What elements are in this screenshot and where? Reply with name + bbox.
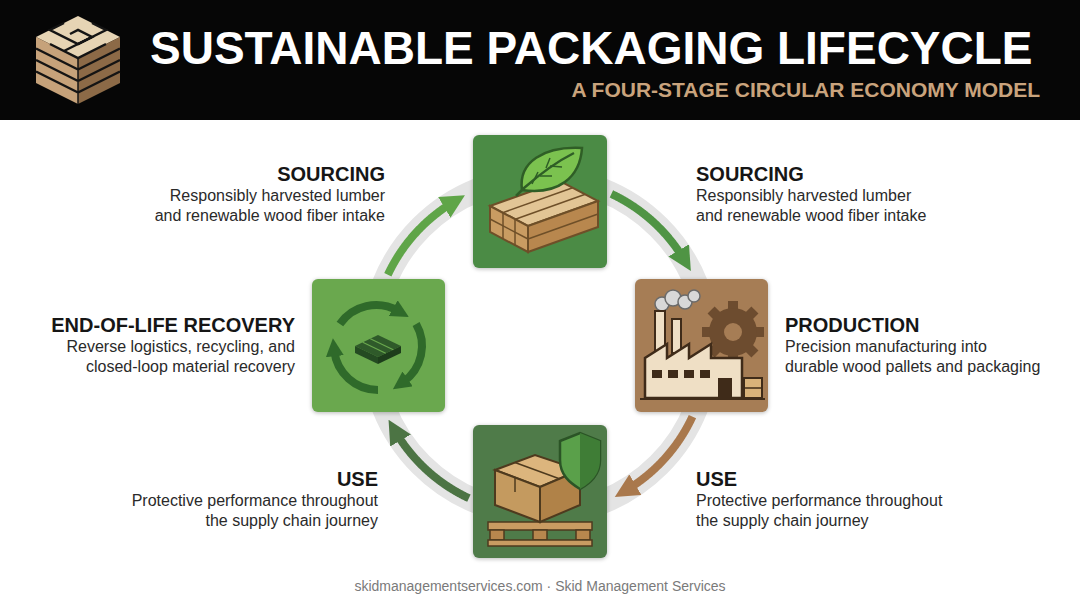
box-shield-icon-part xyxy=(540,470,580,522)
factory-icon-part xyxy=(655,290,700,311)
lumber-leaf-icon-part-part xyxy=(490,219,528,239)
box-shield-icon-part xyxy=(495,455,580,487)
recycle-icon-part-part xyxy=(334,351,378,390)
logo-mark-part-part xyxy=(36,60,78,81)
stage-description: Protective performance throughout the su… xyxy=(120,491,378,531)
factory-icon-part-part xyxy=(708,307,759,358)
box-shield-icon-part xyxy=(514,478,516,493)
lumber-leaf-icon-part xyxy=(490,181,598,226)
logo-mark xyxy=(36,16,120,104)
stage-tile: PRODUCTIONPrecision manufacturing into d… xyxy=(635,279,768,412)
box-shield-icon-part xyxy=(533,530,547,540)
factory-icon-part-part xyxy=(684,370,694,378)
factory-icon-part xyxy=(652,370,732,398)
footer-caption: skidmanagementservices.com · Skid Manage… xyxy=(140,578,940,594)
logo-mark-part xyxy=(77,58,79,104)
logo-mark-part-part xyxy=(78,72,120,93)
factory-icon-part-part xyxy=(655,297,669,311)
factory-icon xyxy=(640,290,765,399)
recycle-icon-part-part xyxy=(340,305,398,324)
box-shield-icon-part xyxy=(560,433,600,489)
stage-heading: END-OF-LIFE RECOVERY xyxy=(35,313,295,337)
flow-arrow xyxy=(611,194,684,261)
factory-icon-part xyxy=(655,311,665,353)
factory-icon-part-part xyxy=(688,290,700,302)
stage-description: Reverse logistics, recycling, and closed… xyxy=(45,337,295,377)
factory-icon-part-part xyxy=(728,301,738,363)
lumber-leaf-icon-part xyxy=(516,153,574,196)
lumber-leaf-icon-part xyxy=(528,201,598,252)
diagram-title: SUSTAINABLE PACKAGING LIFECYCLE xyxy=(150,25,1033,71)
factory-icon-part xyxy=(702,301,764,363)
recycle-icon-part-part xyxy=(370,339,393,350)
box-shield-icon-part xyxy=(515,463,560,480)
stage-heading: USE xyxy=(118,467,378,491)
stage-description: Responsibly harvested lumber and renewab… xyxy=(696,186,934,226)
recycle-icon-part xyxy=(334,305,422,390)
factory-icon-part-part xyxy=(718,378,732,398)
factory-icon-part-part xyxy=(678,295,692,309)
flow-arrow xyxy=(625,417,692,491)
stage-tile: USEProtective performance throughout the… xyxy=(473,425,607,558)
stage-tile: END-OF-LIFE RECOVERYReverse logistics, r… xyxy=(312,279,445,412)
box-shield-icon-part xyxy=(490,530,504,540)
flow-arrow xyxy=(395,430,469,498)
factory-icon-part-part xyxy=(665,290,681,306)
lumber-leaf-icon-part-part xyxy=(503,188,573,213)
logo-mark-part-part xyxy=(36,72,78,93)
recycle-icon-part xyxy=(355,346,378,364)
factory-icon-part xyxy=(645,344,742,398)
lumber-leaf-icon-part xyxy=(532,158,562,184)
box-shield-icon-part xyxy=(576,530,590,540)
stage-heading: SOURCING xyxy=(125,162,385,186)
stage-heading: PRODUCTION xyxy=(785,313,1045,337)
flow-arrow xyxy=(388,201,455,274)
factory-icon-part xyxy=(672,319,681,353)
recycle-icon-part-part xyxy=(363,342,386,353)
lumber-leaf-icon-part xyxy=(490,206,528,252)
stage-description: Precision manufacturing into durable woo… xyxy=(785,337,1042,377)
box-shield-icon xyxy=(488,433,600,546)
box-shield-icon-part xyxy=(580,433,600,489)
factory-icon-part-part xyxy=(700,370,710,378)
factory-icon-part xyxy=(744,387,762,389)
recycle-icon-part-part xyxy=(403,324,422,382)
stage-heading: USE xyxy=(696,467,956,491)
stage-tile: SOURCINGResponsibly harvested lumber and… xyxy=(473,135,607,268)
stage-description: Responsibly harvested lumber and renewab… xyxy=(147,186,385,226)
logo-mark-part-part xyxy=(78,60,120,81)
logo-mark-part-part xyxy=(36,49,78,70)
factory-icon-part xyxy=(640,398,765,400)
lumber-leaf-icon-part xyxy=(490,188,598,246)
lumber-leaf-icon-part-part xyxy=(528,214,598,239)
factory-icon-part-part xyxy=(724,323,742,341)
lumber-leaf-icon xyxy=(490,148,598,252)
factory-icon-part-part xyxy=(652,370,662,378)
factory-icon-part-part xyxy=(668,370,678,378)
lumber-leaf-icon-part xyxy=(522,148,582,191)
lumber-leaf-icon-part-part xyxy=(502,213,504,239)
factory-icon-part xyxy=(744,378,762,398)
header-band xyxy=(0,0,1080,120)
stage-heading: SOURCING xyxy=(696,162,956,186)
box-shield-icon-part xyxy=(488,540,592,546)
recycle-icon-part xyxy=(355,335,401,357)
factory-icon-part-part xyxy=(709,308,757,356)
factory-icon-part-part xyxy=(708,307,759,358)
logo-mark-part-part xyxy=(50,44,106,58)
recycle-icon-part xyxy=(363,339,394,354)
factory-icon-part-part xyxy=(702,327,764,337)
subtitle: A FOUR-STAGE CIRCULAR ECONOMY MODEL xyxy=(340,79,1040,100)
stage-description: Protective performance throughout the su… xyxy=(696,491,954,531)
box-shield-icon-part xyxy=(495,470,540,522)
recycle-icon xyxy=(334,305,422,390)
logo-mark-part-part xyxy=(64,37,92,51)
lumber-leaf-icon-part-part xyxy=(514,220,516,246)
logo-mark-part-part xyxy=(78,49,120,70)
lumber-leaf-icon-part-part xyxy=(515,194,585,219)
recycle-icon-part xyxy=(378,346,401,364)
box-shield-icon-part xyxy=(488,522,592,530)
